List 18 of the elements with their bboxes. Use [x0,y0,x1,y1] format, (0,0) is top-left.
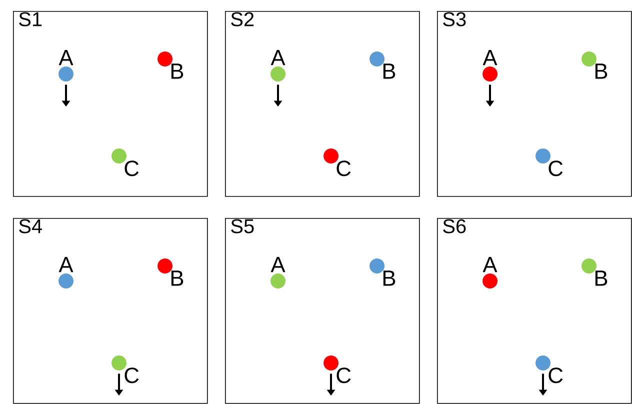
point-label: B [171,270,184,286]
point-label: C [336,160,351,176]
point-label: A [270,50,286,66]
point-label: C [336,368,351,384]
point-label: B [595,64,608,79]
point-label: A [58,257,74,272]
point-label: C [548,160,563,176]
point-label: A [482,257,498,272]
point-label: A [58,50,74,66]
point-label: A [482,50,498,66]
point-label: C [124,368,139,384]
point-label: B [171,64,184,79]
point-label: B [383,64,396,79]
point-label: C [124,160,139,176]
point-label: B [595,270,608,286]
point-label: C [548,368,563,384]
point-label: B [383,270,396,286]
point-label: A [270,257,286,272]
